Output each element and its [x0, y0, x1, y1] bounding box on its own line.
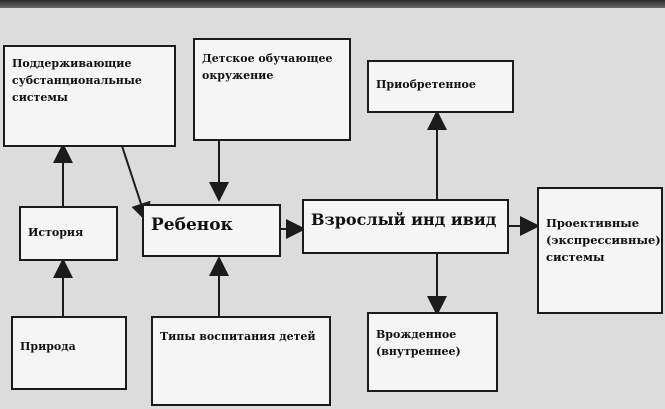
- node-adult: Взрослый инд ивид: [302, 199, 509, 254]
- node-child-environment: Детское обучающее окружение: [193, 38, 351, 141]
- node-history: История: [19, 206, 118, 261]
- node-acquired: Приобретенное: [367, 60, 514, 113]
- node-nature: Природа: [11, 316, 127, 390]
- node-innate: Врожденное (внутреннее): [367, 312, 498, 392]
- node-projective-systems: Проективные (экспрессивные) системы: [537, 187, 663, 314]
- top-edge-bar: [0, 0, 665, 8]
- node-supporting-systems: Поддерживающие субстанциональные системы: [3, 45, 176, 147]
- node-child: Ребенок: [142, 204, 281, 257]
- node-upbringing-types: Типы воспитания детей: [151, 316, 331, 406]
